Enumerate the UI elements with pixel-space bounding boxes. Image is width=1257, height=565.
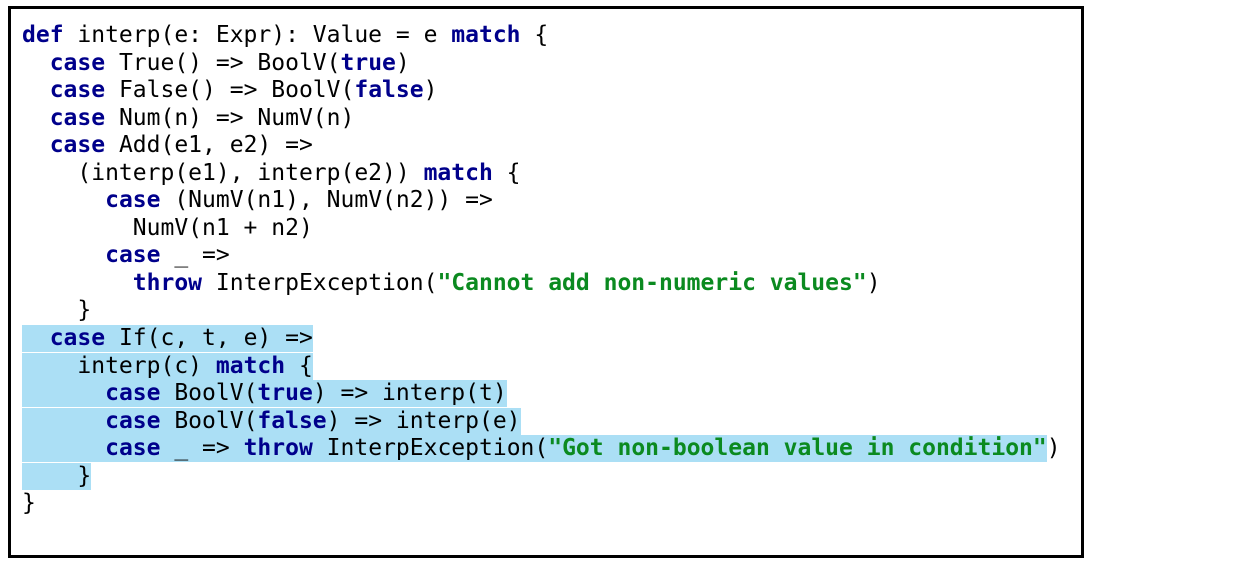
code-token: interp(c) bbox=[22, 352, 216, 379]
code-token: Add(e1, e2) => bbox=[105, 132, 313, 159]
keyword-token: match bbox=[215, 352, 286, 379]
code-token: } bbox=[22, 297, 92, 324]
code-token bbox=[22, 380, 105, 406]
code-token: interp(e: Expr): Value = e bbox=[63, 22, 452, 48]
keyword-token: case bbox=[105, 407, 161, 434]
code-line: case Add(e1, e2) => bbox=[22, 132, 1081, 160]
selection-highlight: case _ => throw InterpException("Got non… bbox=[22, 435, 1047, 462]
code-token: _ => bbox=[160, 435, 244, 462]
selection-highlight: case BoolV(true) => interp(t) bbox=[22, 380, 507, 407]
code-line: (interp(e1), interp(e2)) match { bbox=[22, 160, 1081, 188]
code-token bbox=[22, 325, 50, 351]
code-line: case Num(n) => NumV(n) bbox=[22, 105, 1081, 133]
code-token: InterpException( bbox=[312, 435, 549, 462]
code-token: } bbox=[22, 462, 92, 489]
string-token: "Cannot add non-numeric values" bbox=[437, 269, 867, 296]
keyword-token: true bbox=[257, 380, 313, 407]
code-token: True() => BoolV( bbox=[105, 49, 341, 76]
code-token: ) bbox=[1046, 435, 1061, 462]
code-token: { bbox=[520, 22, 549, 48]
code-line: case False() => BoolV(false) bbox=[22, 77, 1081, 105]
keyword-token: case bbox=[105, 187, 161, 214]
keyword-token: case bbox=[49, 132, 106, 159]
code-token bbox=[22, 408, 105, 434]
keyword-token: match bbox=[451, 22, 521, 48]
code-line: case _ => throw InterpException("Got non… bbox=[22, 435, 1081, 463]
keyword-token: throw bbox=[243, 435, 313, 462]
code-token bbox=[22, 270, 133, 296]
code-line: case BoolV(false) => interp(e) bbox=[22, 407, 1081, 436]
keyword-token: case bbox=[105, 435, 161, 462]
code-line: } bbox=[22, 490, 1081, 518]
selection-highlight: case BoolV(false) => interp(e) bbox=[22, 407, 521, 434]
code-line: } bbox=[22, 462, 1081, 491]
code-line: } bbox=[22, 297, 1081, 325]
code-token: NumV(n1 + n2) bbox=[22, 214, 313, 241]
code-token: ) bbox=[395, 49, 410, 76]
selection-highlight: } bbox=[22, 462, 92, 489]
code-token: { bbox=[492, 159, 521, 186]
code-line: def interp(e: Expr): Value = e match { bbox=[22, 22, 1081, 50]
code-token: If(c, t, e) => bbox=[105, 325, 313, 352]
code-token bbox=[22, 105, 50, 131]
code-token: _ => bbox=[160, 242, 230, 269]
code-line: case (NumV(n1), NumV(n2)) => bbox=[22, 187, 1081, 215]
code-block[interactable]: def interp(e: Expr): Value = e match { c… bbox=[11, 9, 1081, 518]
code-token bbox=[22, 435, 105, 461]
keyword-token: def bbox=[22, 22, 64, 48]
keyword-token: case bbox=[49, 104, 106, 131]
code-token: ) => interp(t) bbox=[312, 380, 507, 407]
code-token bbox=[22, 187, 105, 213]
code-token: (NumV(n1), NumV(n2)) => bbox=[160, 187, 493, 214]
code-line: case BoolV(true) => interp(t) bbox=[22, 380, 1081, 408]
code-token bbox=[22, 77, 50, 103]
selection-highlight: interp(c) match { bbox=[22, 352, 313, 379]
code-token bbox=[22, 242, 105, 268]
code-token: ) => interp(e) bbox=[326, 407, 521, 434]
code-token: False() => BoolV( bbox=[105, 77, 355, 104]
code-token: Num(n) => NumV(n) bbox=[105, 104, 355, 131]
keyword-token: false bbox=[257, 407, 327, 434]
code-token: ) bbox=[423, 77, 438, 104]
code-line: interp(c) match { bbox=[22, 352, 1081, 381]
code-line: case _ => bbox=[22, 242, 1081, 270]
string-token: "Got non-boolean value in condition" bbox=[548, 435, 1047, 462]
keyword-token: case bbox=[105, 242, 161, 269]
keyword-token: throw bbox=[132, 269, 203, 296]
code-token: BoolV( bbox=[160, 380, 258, 407]
keyword-token: true bbox=[340, 49, 396, 76]
code-token bbox=[22, 50, 50, 76]
code-line: NumV(n1 + n2) bbox=[22, 215, 1081, 243]
keyword-token: case bbox=[49, 77, 106, 104]
code-line: case True() => BoolV(true) bbox=[22, 50, 1081, 78]
code-token: (interp(e1), interp(e2)) bbox=[22, 159, 424, 186]
code-line: throw InterpException("Cannot add non-nu… bbox=[22, 270, 1081, 298]
keyword-token: false bbox=[354, 77, 424, 104]
code-token: BoolV( bbox=[160, 407, 258, 434]
keyword-token: case bbox=[105, 380, 161, 407]
code-token bbox=[22, 132, 50, 158]
keyword-token: case bbox=[49, 325, 106, 352]
code-frame: def interp(e: Expr): Value = e match { c… bbox=[8, 6, 1084, 558]
code-line: case If(c, t, e) => bbox=[22, 325, 1081, 353]
keyword-token: match bbox=[423, 159, 493, 186]
keyword-token: case bbox=[49, 49, 106, 76]
code-token: } bbox=[22, 490, 36, 517]
selection-highlight: case If(c, t, e) => bbox=[22, 325, 313, 352]
code-token: ) bbox=[866, 269, 881, 296]
code-token: { bbox=[285, 352, 313, 379]
code-token: InterpException( bbox=[202, 269, 438, 296]
